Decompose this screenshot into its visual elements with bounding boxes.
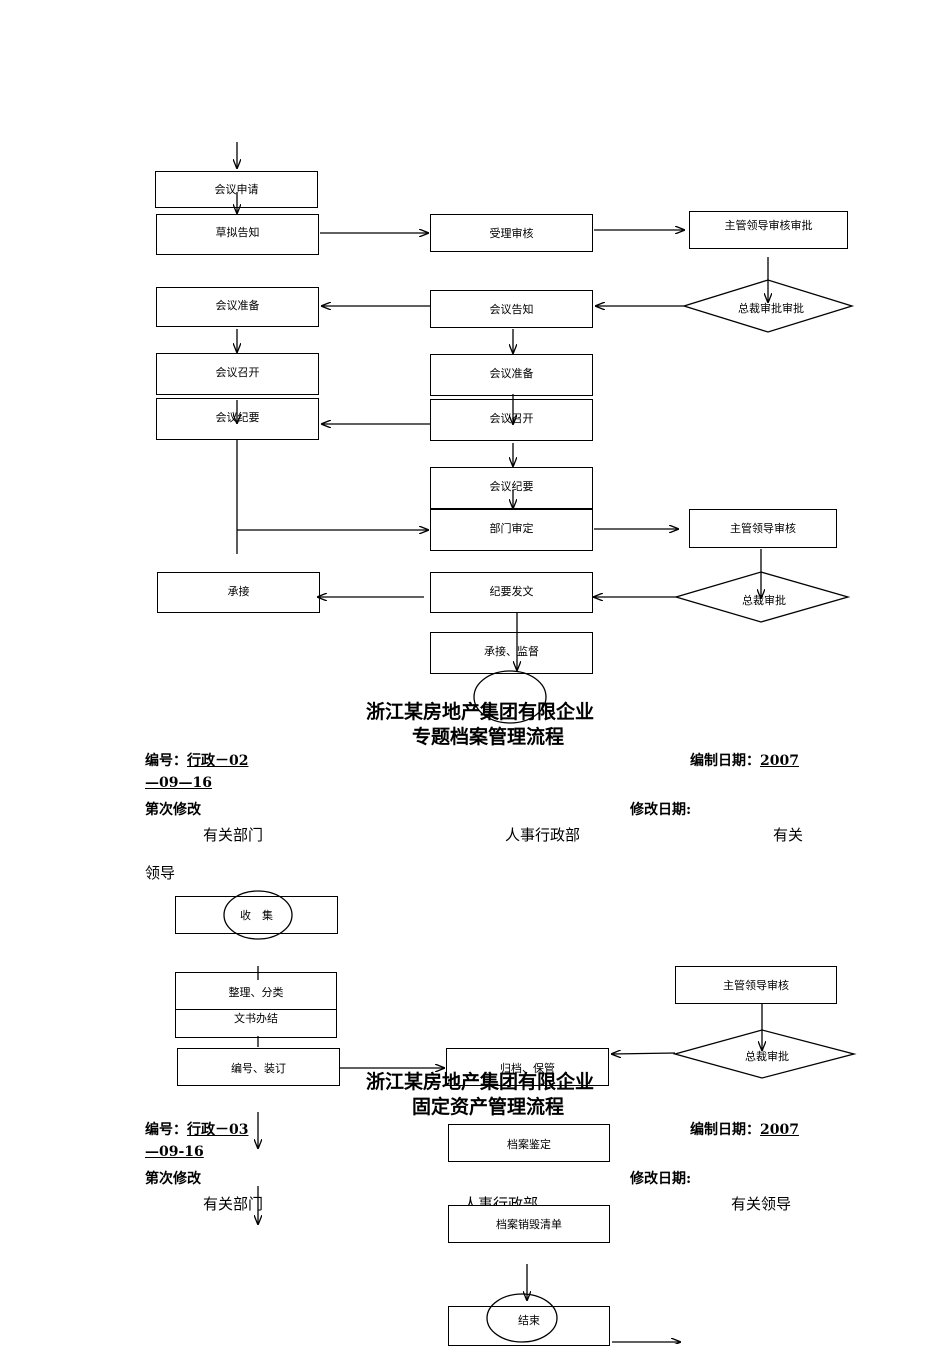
doc2-code-value: 行政－02	[187, 753, 249, 769]
meeting-hold-mid-box: 会议召开	[430, 399, 593, 441]
draft-notice-box: 草拟告知	[156, 214, 319, 255]
doc3-company: 浙江某房地产集团有限企业	[366, 1071, 595, 1093]
doc3-date-label: 编制日期：	[690, 1122, 760, 1138]
doc2-revision-date: 修改日期:	[630, 802, 692, 818]
appraisal-box: 档案鉴定	[448, 1124, 610, 1162]
archive-keep-box: 归档、保管	[446, 1048, 609, 1086]
meeting-prep-left-label: 会议准备	[215, 299, 260, 312]
meeting-prep-mid-label: 会议准备	[489, 367, 534, 380]
meeting-hold-left-box: 会议召开	[156, 353, 319, 395]
doc3-col-dept: 有关部门	[203, 1195, 264, 1213]
dept-review-box: 部门审定	[430, 509, 593, 551]
number-bind-label: 编号、装订	[231, 1062, 286, 1075]
meeting-prep-left-box: 会议准备	[156, 287, 319, 327]
undertake-box: 承接	[157, 572, 320, 613]
end-box: 结束	[448, 1306, 610, 1346]
sort-classify-box: 整理、分类	[175, 972, 337, 1010]
doc2-date-value-b: —09—16	[145, 775, 212, 791]
doc3-code: 编号：行政－03	[145, 1119, 248, 1139]
doc2-company: 浙江某房地产集团有限企业	[366, 701, 595, 723]
supervisor-review-box-2: 主管领导审核	[675, 966, 837, 1004]
minutes-left-box: 会议纪要	[156, 398, 319, 440]
doc2-title: 专题档案管理流程	[412, 726, 565, 748]
doc2-col-hr: 人事行政部	[505, 826, 581, 844]
doc2-code: 编号：行政－02	[145, 750, 248, 770]
supervisor-approve-box: 主管领导审核审批	[689, 211, 848, 249]
doc2-col-leader-a: 有关	[773, 826, 804, 844]
meeting-notice-label: 会议告知	[489, 303, 534, 316]
archive-keep-label: 归档、保管	[500, 1062, 555, 1075]
supervisor-approve-label: 主管领导审核审批	[724, 219, 813, 232]
doc3-revision: 第次修改	[145, 1171, 201, 1187]
destroy-list-box: 档案销毁清单	[448, 1205, 610, 1243]
clerk-complete-box: 文书办结	[175, 1010, 337, 1038]
end-label: 结束	[518, 1314, 540, 1327]
doc3-code-value: 行政－03	[187, 1122, 249, 1138]
president-review-label-2: 总裁审批	[745, 1050, 789, 1063]
accept-review-box: 受理审核	[430, 214, 593, 252]
meeting-apply-box: 会议申请	[155, 171, 318, 208]
doc3-date-value-a: 2007	[760, 1122, 799, 1138]
president-review-label: 总裁审批	[742, 594, 786, 607]
president-approve-label: 总裁审批审批	[738, 302, 804, 315]
doc3-date-value-b: —09-16	[145, 1144, 204, 1160]
doc3-col-leader: 有关领导	[731, 1195, 792, 1213]
doc2-date-label: 编制日期：	[690, 753, 760, 769]
supervisor-review-label-2: 主管领导审核	[723, 979, 789, 992]
minutes-issue-box: 纪要发文	[430, 572, 593, 613]
minutes-left-label: 会议纪要	[215, 411, 260, 424]
meeting-prep-mid-box: 会议准备	[430, 354, 593, 396]
collect-box: 收 集	[175, 896, 338, 934]
dept-review-label: 部门审定	[489, 522, 534, 535]
doc2-date: 编制日期：2007	[690, 750, 799, 770]
doc2-col-dept: 有关部门	[203, 826, 264, 844]
minutes-mid-box: 会议纪要	[430, 467, 593, 509]
collect-label: 收 集	[240, 909, 273, 922]
number-bind-box: 编号、装订	[177, 1048, 340, 1086]
doc2-col-leader-b: 领导	[145, 864, 176, 882]
minutes-issue-label: 纪要发文	[489, 585, 534, 598]
accept-review-label: 受理审核	[489, 227, 534, 240]
doc3-date: 编制日期：2007	[690, 1119, 799, 1139]
meeting-hold-mid-label: 会议召开	[489, 412, 534, 425]
doc3-revision-date: 修改日期:	[630, 1171, 692, 1187]
meeting-hold-left-label: 会议召开	[215, 366, 260, 379]
draft-notice-label: 草拟告知	[215, 226, 260, 239]
meeting-notice-box: 会议告知	[430, 290, 593, 328]
undertake-label: 承接	[227, 585, 250, 598]
doc3-title: 固定资产管理流程	[412, 1096, 565, 1118]
destroy-list-label: 档案销毁清单	[496, 1218, 562, 1231]
supervisor-review-box: 主管领导审核	[689, 509, 837, 548]
clerk-complete-label: 文书办结	[234, 1012, 278, 1025]
minutes-mid-label: 会议纪要	[489, 480, 534, 493]
sort-classify-label: 整理、分类	[228, 986, 284, 999]
undertake-supervise-box: 承接、监督	[430, 632, 593, 674]
doc2-code-label: 编号：	[145, 753, 187, 769]
meeting-apply-label: 会议申请	[214, 183, 259, 196]
doc2-date-value-a: 2007	[760, 753, 799, 769]
doc3-code-label: 编号：	[145, 1122, 187, 1138]
doc2-revision: 第次修改	[145, 802, 201, 818]
appraisal-label: 档案鉴定	[507, 1138, 551, 1151]
undertake-supervise-label: 承接、监督	[484, 645, 539, 658]
supervisor-review-label: 主管领导审核	[730, 522, 796, 535]
